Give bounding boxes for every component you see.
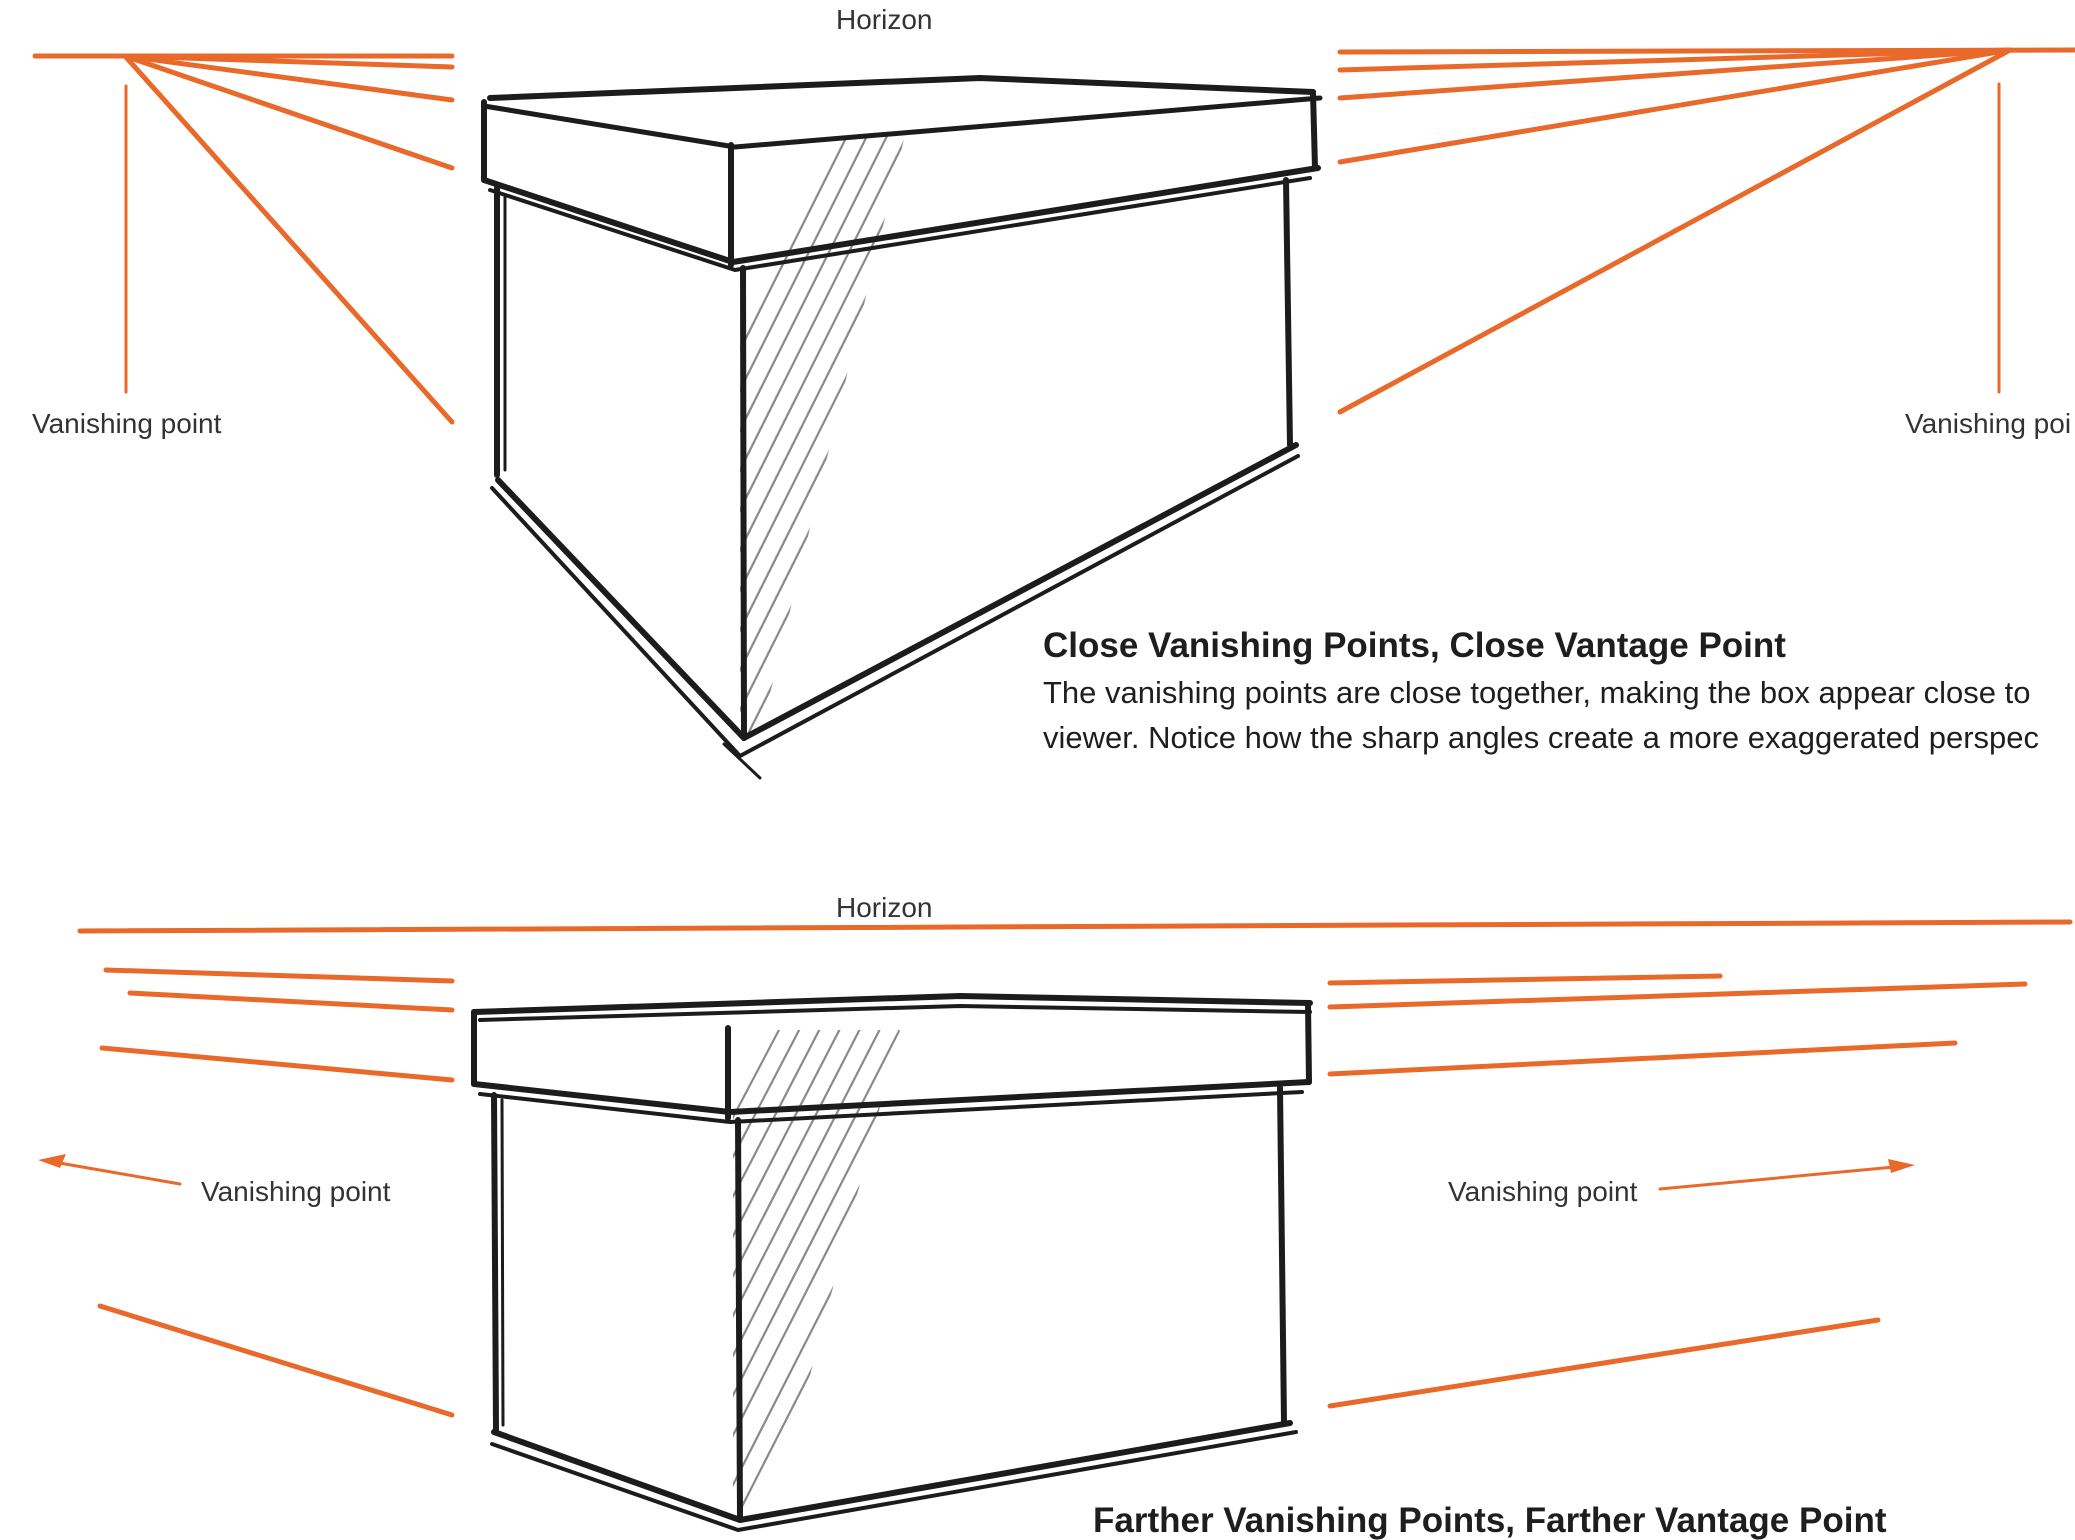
bottom-box-shading	[733, 1030, 900, 1510]
bottom-left-arrowhead	[38, 1154, 66, 1168]
bottom-right-ray-4	[1327, 1317, 1881, 1409]
bottom-left-vp-arrow	[46, 1159, 182, 1186]
bottom-left-ray-4	[97, 1303, 455, 1418]
bottom-left-vanishing-point-label: Vanishing point	[201, 1176, 391, 1207]
top-left-ray-3	[122, 53, 455, 171]
top-box-shading	[740, 135, 905, 735]
top-caption-line-2: viewer. Notice how the sharp angles crea…	[1043, 720, 2040, 755]
top-caption-line-1: The vanishing points are close together,…	[1043, 675, 2031, 710]
bottom-right-arrowhead	[1888, 1159, 1915, 1173]
top-right-ray-3	[1337, 47, 2013, 165]
top-caption-heading: Close Vanishing Points, Close Vantage Po…	[1043, 626, 1786, 665]
bottom-right-ray-1	[1327, 973, 1723, 986]
top-caption-body: The vanishing points are close together,…	[1043, 670, 2039, 760]
bottom-right-vp-arrow	[1658, 1164, 1907, 1191]
top-horizon-label: Horizon	[836, 4, 933, 35]
bottom-horizon-label: Horizon	[836, 892, 933, 923]
bottom-right-ray-3	[1327, 1040, 1958, 1077]
top-left-vanishing-point-label: Vanishing point	[32, 408, 222, 439]
bottom-horizon-line	[77, 919, 2073, 934]
bottom-left-ray-1	[103, 967, 455, 984]
top-left-ray-4	[122, 53, 455, 425]
top-right-vanishing-point-label: Vanishing poi	[1905, 408, 2072, 439]
bottom-left-ray-2	[127, 990, 455, 1013]
bottom-caption-heading: Farther Vanishing Points, Farther Vantag…	[1093, 1501, 1887, 1540]
bottom-perspective-lines	[38, 919, 2073, 1418]
bottom-right-ray-2	[1327, 981, 2028, 1010]
bottom-box-sketch	[471, 993, 1313, 1532]
top-right-ray-1	[1337, 47, 2013, 73]
bottom-right-vanishing-point-label: Vanishing point	[1448, 1176, 1638, 1207]
top-left-ray-1	[122, 53, 455, 70]
top-right-ray-2	[1337, 47, 2013, 101]
top-right-ray-4	[1337, 47, 2013, 415]
top-left-ray-2	[122, 53, 455, 103]
bottom-left-ray-3	[99, 1045, 455, 1083]
top-perspective-lines	[32, 47, 2075, 425]
